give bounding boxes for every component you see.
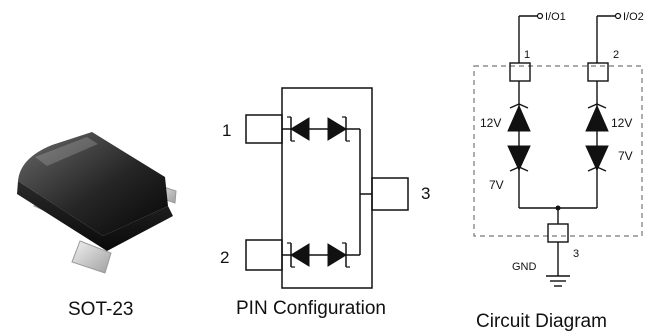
pin-pad-3 <box>371 177 409 211</box>
bus-junction <box>555 205 561 211</box>
circuit-diagram-caption: Circuit Diagram <box>476 311 607 332</box>
circuit-pin-2 <box>587 62 609 82</box>
right-bottom-voltage: 7V <box>618 149 633 163</box>
package-lead-bottom <box>71 240 112 274</box>
pin-number-3: 3 <box>421 184 430 203</box>
pin-number-1: 1 <box>222 121 231 140</box>
io2-label: I/O2 <box>623 11 644 23</box>
pin-pad-2 <box>245 239 283 271</box>
circuit-pin-label-3: 3 <box>573 248 579 260</box>
io2-terminal <box>614 12 622 20</box>
package-side-face <box>17 181 173 251</box>
pin-configuration-caption: PIN Configuration <box>236 298 386 319</box>
package-top-face <box>18 132 168 236</box>
sot23-caption: SOT-23 <box>68 299 134 320</box>
circuit-pin-label-2: 2 <box>613 49 619 61</box>
upper-tvs-pair <box>282 116 360 142</box>
gnd-label: GND <box>512 261 537 273</box>
sot23-package-image <box>17 132 177 274</box>
circuit-diagram <box>473 12 643 287</box>
circuit-pin-label-1: 1 <box>524 49 530 61</box>
pin-number-2: 2 <box>220 248 229 267</box>
left-tvs-diodes <box>507 103 531 172</box>
io1-terminal <box>536 12 544 20</box>
lower-tvs-pair <box>282 242 360 268</box>
left-bottom-voltage: 7V <box>489 178 504 192</box>
pin-configuration-diagram <box>245 87 409 289</box>
circuit-pin-3 <box>547 223 569 243</box>
right-top-voltage: 12V <box>611 116 632 130</box>
left-top-voltage: 12V <box>480 116 501 130</box>
ground-symbol <box>546 275 570 287</box>
right-tvs-diodes <box>585 103 609 172</box>
pin-pad-1 <box>245 114 283 144</box>
circuit-pin-1 <box>509 62 531 82</box>
io1-label: I/O1 <box>545 11 566 23</box>
circuit-package-boundary <box>473 65 643 237</box>
package-highlight <box>35 137 98 166</box>
